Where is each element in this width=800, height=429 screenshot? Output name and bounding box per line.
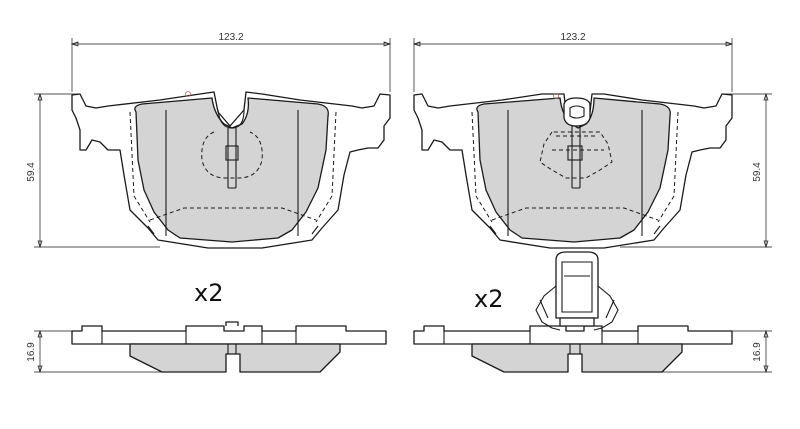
left-side-details xyxy=(101,331,297,344)
right-side-friction xyxy=(471,343,683,373)
left-side-backing xyxy=(71,325,387,345)
left-height-label: 59.4 xyxy=(26,162,37,182)
right-width-dimension: 123.2 xyxy=(412,32,734,92)
right-wear-clip-inner xyxy=(561,261,593,313)
left-pad-side-view xyxy=(71,321,387,373)
right-quantity-label: x2 xyxy=(474,285,503,313)
right-wear-clip xyxy=(555,251,599,319)
right-dashed-clip xyxy=(539,131,613,179)
right-clip-spring-left xyxy=(535,285,561,331)
right-center-tab xyxy=(567,145,583,161)
left-edge-tab-l xyxy=(147,225,155,235)
right-dashed-edge-left xyxy=(471,111,493,223)
left-dashed-edge-right xyxy=(315,111,337,223)
left-friction-material xyxy=(134,97,329,243)
right-clip-base xyxy=(559,317,595,327)
left-side-stem xyxy=(227,344,237,354)
right-clip-body xyxy=(563,97,591,127)
left-thickness-label: 16.9 xyxy=(26,342,37,362)
left-height-dimension: 59.4 xyxy=(26,92,160,249)
right-height-dimension: 59.4 xyxy=(620,92,772,249)
right-side-details xyxy=(443,331,639,344)
right-edge-tab-l xyxy=(489,225,497,235)
right-clip-spring-right xyxy=(593,285,619,331)
left-side-friction xyxy=(129,343,341,373)
left-pad-front-view xyxy=(71,91,391,249)
left-edge-tab-r xyxy=(311,225,319,235)
left-width-label: 123.2 xyxy=(218,32,243,43)
right-thickness-dimension: 16.9 xyxy=(662,329,772,374)
right-width-label: 123.2 xyxy=(560,32,585,43)
right-side-stem xyxy=(569,344,581,354)
right-thickness-label: 16.9 xyxy=(752,342,763,362)
left-dashed-base xyxy=(149,207,317,221)
right-height-label: 59.4 xyxy=(752,162,763,182)
right-side-backing xyxy=(413,325,733,345)
right-clip-inner xyxy=(569,105,585,119)
right-dashed-edge-right xyxy=(657,111,679,223)
left-spring-hole xyxy=(185,91,191,97)
right-friction-material xyxy=(476,97,671,243)
left-clip-notch xyxy=(217,109,245,129)
left-center-stem xyxy=(227,128,237,189)
left-dashed-edge-left xyxy=(129,111,151,223)
left-center-tab xyxy=(225,145,239,161)
right-edge-tab-r xyxy=(653,225,661,235)
right-pad-front-view xyxy=(413,93,733,249)
left-dashed-clip xyxy=(201,131,263,179)
left-width-dimension: 123.2 xyxy=(70,32,392,92)
right-pad-side-view xyxy=(413,251,733,373)
left-side-tab xyxy=(225,321,239,326)
right-dashed-base xyxy=(491,207,659,221)
right-spring-hole xyxy=(553,93,559,99)
left-thickness-dimension: 16.9 xyxy=(26,329,162,374)
left-quantity-label: x2 xyxy=(194,279,223,307)
